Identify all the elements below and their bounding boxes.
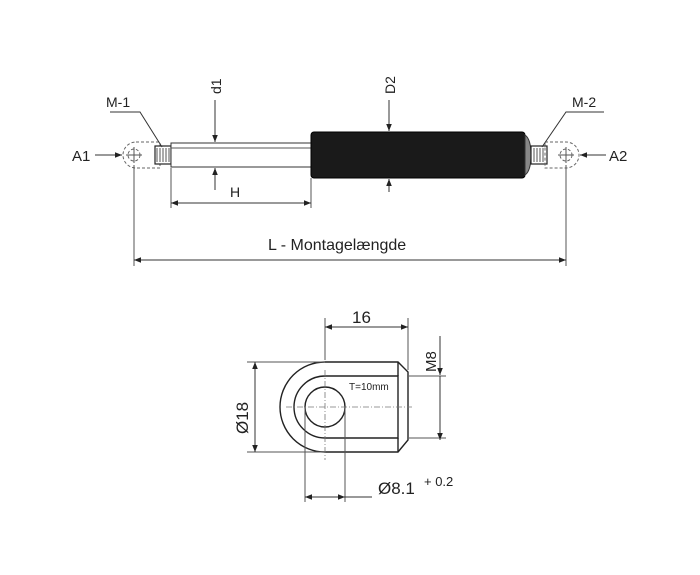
piston-rod xyxy=(170,142,312,168)
label-hole-dia: Ø8.1 xyxy=(378,479,415,498)
label-outer-dia: Ø18 xyxy=(233,402,252,434)
label-m2: M-2 xyxy=(572,94,596,110)
cylinder-body xyxy=(310,131,526,179)
label-h: H xyxy=(230,184,240,200)
label-thread-m8: M8 xyxy=(423,351,440,372)
label-l: L - Montagelængde xyxy=(268,237,406,254)
left-eyelet xyxy=(122,141,172,169)
label-thickness: T=10mm xyxy=(349,382,389,393)
label-hole-tolerance: + 0.2 xyxy=(424,474,453,489)
eyelet-detail-view: 16 M8 T=10mm Ø18 Ø8.1 + 0.2 xyxy=(233,308,453,502)
right-eyelet xyxy=(530,141,580,169)
label-a1: A1 xyxy=(72,148,90,165)
label-d1: d1 xyxy=(208,78,224,94)
label-d2: D2 xyxy=(382,76,398,94)
eyelet-inner-outline xyxy=(293,375,399,439)
label-m1: M-1 xyxy=(106,94,130,110)
label-a2: A2 xyxy=(609,148,627,165)
gas-spring-side-view: A1 A2 M-1 M-2 d1 D2 H L - Montagelængde xyxy=(72,76,627,266)
label-width-16: 16 xyxy=(352,308,371,327)
